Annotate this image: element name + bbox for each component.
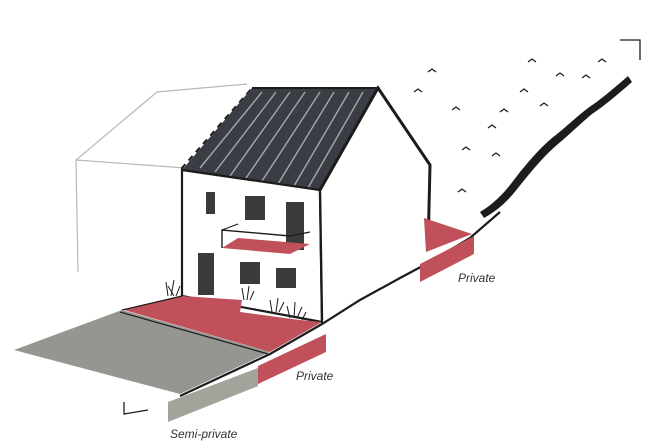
- bird-icon: [452, 107, 460, 110]
- door-ground-left: [198, 253, 214, 295]
- bird-icon: [488, 125, 496, 128]
- corner-arrow-icon-top: [620, 40, 640, 60]
- bird-icon: [520, 89, 528, 92]
- bird-icon: [540, 103, 548, 106]
- bird-icon: [528, 59, 536, 62]
- window-ground-right: [276, 268, 296, 288]
- window-upper-left: [206, 192, 215, 214]
- corner-arrow-icon-bottom: [124, 402, 148, 414]
- label-semi-private: Semi-private: [170, 427, 238, 441]
- window-ground-middle: [240, 262, 260, 284]
- bird-icon: [414, 89, 422, 92]
- bird-icon: [428, 69, 436, 72]
- bird-icon: [582, 75, 590, 78]
- bird-icon: [458, 189, 466, 192]
- hedge-embankment: [480, 76, 632, 218]
- bird-icon: [598, 59, 606, 62]
- bird-icon: [500, 109, 508, 112]
- bird-icon: [462, 147, 470, 150]
- bird-icon: [492, 153, 500, 156]
- window-upper-middle: [245, 196, 265, 220]
- bird-icon: [556, 73, 564, 76]
- label-private-rear: Private: [458, 271, 496, 285]
- label-private-front: Private: [296, 369, 334, 383]
